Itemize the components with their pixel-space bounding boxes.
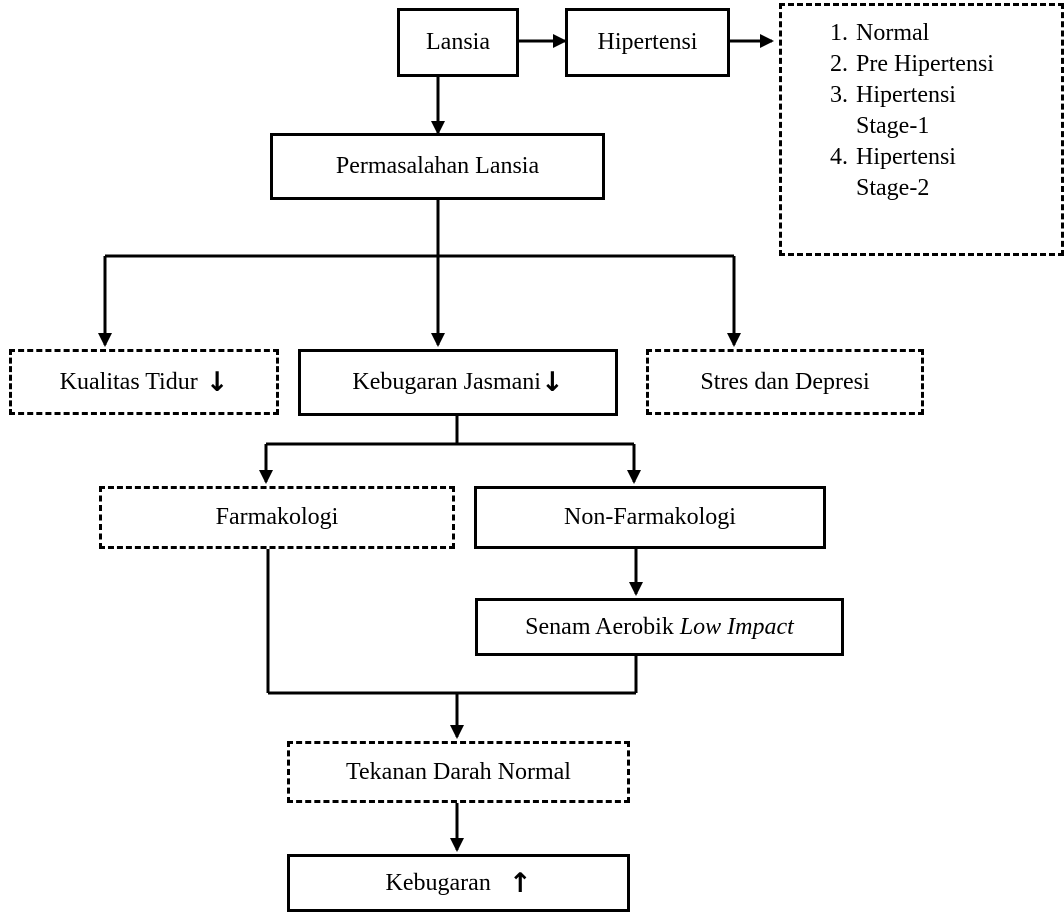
node-farmakologi: Farmakologi [99,486,455,549]
node-kebugaran: Kebugaran ↑ [287,854,630,912]
node-kualitas-tidur-label: Kualitas Tidur [59,368,198,395]
node-permasalahan-lansia: Permasalahan Lansia [270,133,605,200]
classification-item: Hipertensi Stage-2 [854,142,986,204]
down-arrow-icon: ↓ [540,367,564,398]
node-stres-label: Stres dan Depresi [700,368,870,395]
node-stres-depresi: Stres dan Depresi [646,349,924,415]
node-lansia-label: Lansia [426,29,490,55]
hypertension-classification-box: Normal Pre Hipertensi Hipertensi Stage-1… [779,3,1064,256]
node-hipertensi: Hipertensi [565,8,730,77]
classification-item: Pre Hipertensi [854,49,1061,80]
node-kebugaran-jasmani: Kebugaran Jasmani ↓ [298,349,618,416]
node-tekanan-darah-normal: Tekanan Darah Normal [287,741,630,803]
node-non-farmakologi-label: Non-Farmakologi [564,504,736,530]
node-lansia: Lansia [397,8,519,77]
node-permasalahan-label: Permasalahan Lansia [335,153,540,179]
node-senam-label: Senam Aerobik Low Impact [525,614,794,641]
node-kebugaran-jasmani-label: Kebugaran Jasmani [352,369,541,395]
down-arrow-icon: ↓ [205,366,229,398]
classification-item: Normal [854,18,1061,49]
node-hipertensi-label: Hipertensi [597,29,698,55]
up-arrow-icon: ↑ [508,867,532,899]
node-non-farmakologi: Non-Farmakologi [474,486,826,549]
classification-list: Normal Pre Hipertensi Hipertensi Stage-1… [782,18,1061,204]
classification-item: Hipertensi Stage-1 [854,80,986,142]
node-senam-label-prefix: Senam Aerobik [525,613,680,640]
node-kualitas-tidur: Kualitas Tidur ↓ [9,349,279,415]
node-senam-label-italic: Low Impact [679,613,794,640]
node-farmakologi-label: Farmakologi [215,504,339,530]
node-kebugaran-label: Kebugaran [385,869,491,896]
node-senam-aerobik: Senam Aerobik Low Impact [475,598,844,656]
node-tekanan-label: Tekanan Darah Normal [346,758,571,785]
